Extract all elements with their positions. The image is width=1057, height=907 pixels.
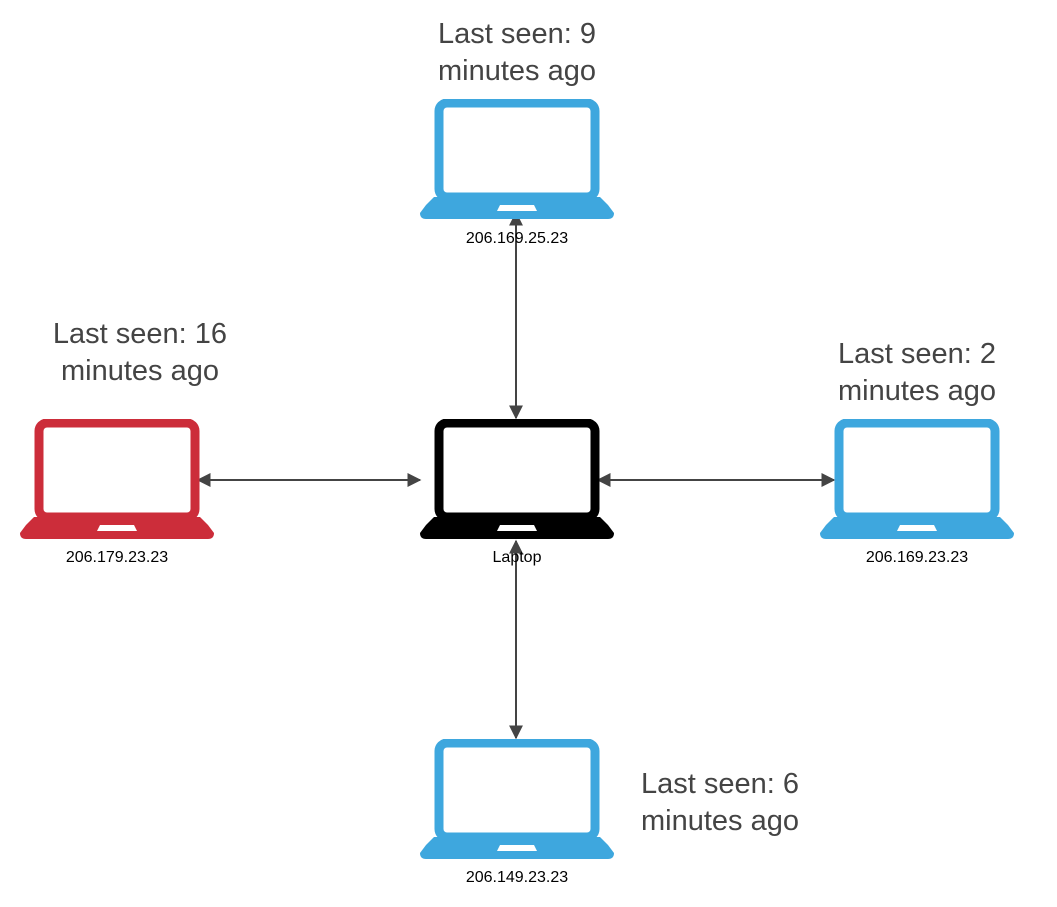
node-right-laptop[interactable] (820, 419, 1014, 539)
center-label: Laptop (492, 549, 542, 566)
node-left-ip: 206.179.23.23 (65, 549, 169, 566)
laptop-icon (420, 99, 614, 219)
node-top-laptop[interactable] (420, 99, 614, 219)
status-line: minutes ago (438, 55, 596, 87)
status-line: Last seen: 6 (641, 768, 799, 800)
status-line: Last seen: 16 (52, 318, 228, 350)
center-laptop[interactable] (420, 419, 614, 539)
node-right-status: Last seen: 2 minutes ago (817, 336, 1017, 410)
status-line: minutes ago (838, 375, 996, 407)
status-line: minutes ago (61, 355, 219, 387)
laptop-icon (420, 419, 614, 539)
node-left-laptop[interactable] (20, 419, 214, 539)
node-bottom-laptop[interactable] (420, 739, 614, 859)
node-bottom-ip: 206.149.23.23 (465, 869, 569, 886)
node-right-ip: 206.169.23.23 (865, 549, 969, 566)
status-line: minutes ago (641, 805, 799, 837)
node-top-status: Last seen: 9 minutes ago (420, 16, 614, 90)
status-line: Last seen: 9 (438, 18, 596, 50)
laptop-icon (20, 419, 214, 539)
node-left-status: Last seen: 16 minutes ago (30, 316, 250, 390)
laptop-icon (420, 739, 614, 859)
laptop-icon (820, 419, 1014, 539)
node-top-ip: 206.169.25.23 (465, 230, 569, 247)
status-line: Last seen: 2 (838, 338, 996, 370)
node-bottom-status: Last seen: 6 minutes ago (620, 766, 820, 840)
